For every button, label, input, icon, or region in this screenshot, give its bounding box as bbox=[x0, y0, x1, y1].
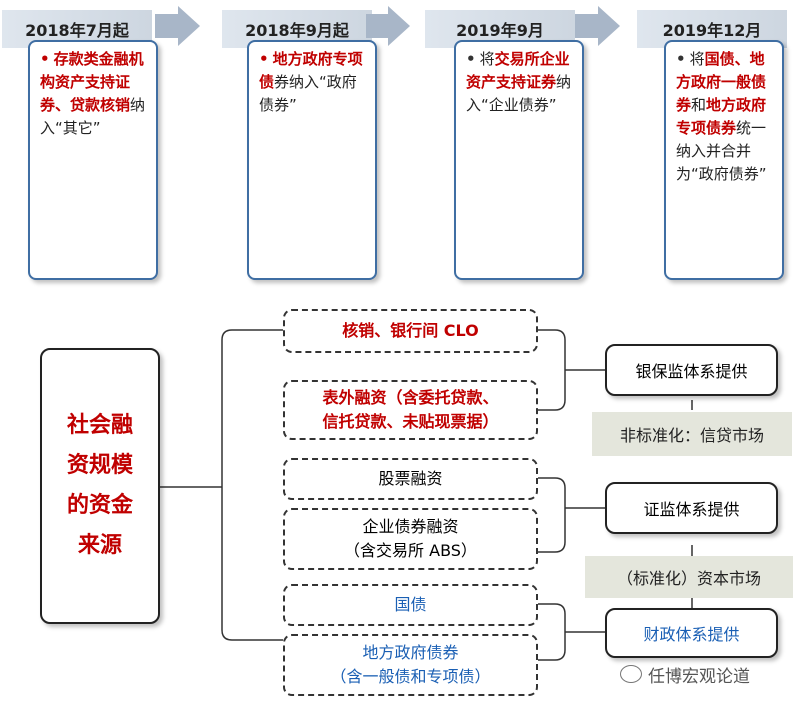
provider-csrc: 证监体系提供 bbox=[605, 482, 778, 534]
market-standard-capital: （标准化）资本市场 bbox=[585, 556, 793, 598]
timeline-card-4: •将国债、地方政府一般债券和地方政府专项债券统一纳入并合并为“政府债券” bbox=[664, 40, 784, 280]
item-off-balance-financing: 表外融资（含委托贷款、信托贷款、未贴现票据） bbox=[283, 380, 538, 440]
timeline-card-3: •将交易所企业资产支持证券纳入“企业债券” bbox=[454, 40, 584, 280]
provider-finance: 财政体系提供 bbox=[605, 608, 778, 658]
arrow-icon bbox=[366, 6, 410, 46]
watermark: 任博宏观论道 bbox=[620, 660, 798, 688]
item-stock-financing: 股票融资 bbox=[283, 458, 538, 500]
timeline-card-2: •地方政府专项债券纳入“政府债券” bbox=[247, 40, 377, 280]
market-nonstandard-credit: 非标准化：信贷市场 bbox=[592, 412, 792, 456]
item-treasury-bond: 国债 bbox=[283, 584, 538, 626]
item-write-off-clo: 核销、银行间 CLO bbox=[283, 309, 538, 353]
wechat-icon bbox=[620, 665, 642, 683]
item-local-government-bond: 地方政府债券（含一般债和专项债） bbox=[283, 634, 538, 696]
timeline-card-1: •存款类金融机构资产支持证券、贷款核销纳入“其它” bbox=[28, 40, 158, 280]
provider-cbirc: 银保监体系提供 bbox=[605, 344, 778, 396]
arrow-icon bbox=[155, 6, 200, 46]
funding-source-box: 社会融 资规模 的资金 来源 bbox=[40, 348, 160, 624]
item-corporate-bond-financing: 企业债券融资（含交易所 ABS） bbox=[283, 508, 538, 570]
arrow-icon bbox=[575, 6, 620, 46]
